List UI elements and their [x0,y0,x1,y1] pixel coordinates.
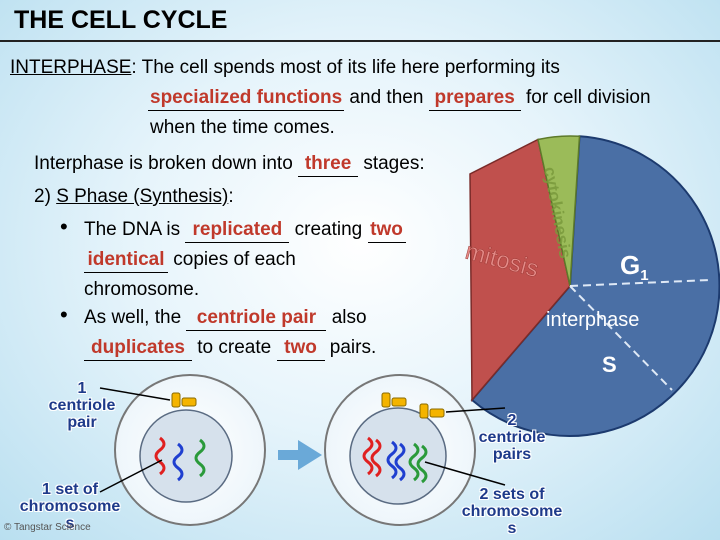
label-2-line-1: 1 set of [41,481,98,498]
label-1-line-2: centriole [48,397,116,414]
label-2-line-2: chromosome [19,498,121,515]
label-2-sets-of-chromosomes: 2 sets of chromosome s [446,486,578,537]
stages-text-1: Interphase is broken down into [34,153,299,174]
label-1-set-of-chromosomes: 1 set of chromosome s [4,481,136,532]
intro-text-2: and then [344,87,429,108]
centriole-1a [171,392,181,408]
chromosome-blue-2b [394,442,406,482]
interphase-label: interphase [546,309,639,331]
blank-centriole-pair: centriole pair [186,306,327,331]
blank-duplicates: duplicates [84,336,192,361]
s-phase-bullet-2-line-2: duplicates to create two pairs. [84,336,376,361]
leader-centriole-1 [99,387,171,401]
chromosome-red-2a [362,436,374,476]
centriole-2a [381,392,391,408]
label-2-centriole-pairs: 2 centriole pairs [460,412,564,463]
s-phase-bullet-1-line-3: chromosome. [84,279,200,300]
label-4-line-3: s [507,520,517,537]
s-phase-number: 2) [34,186,57,207]
chromosome-red-2b [370,438,382,478]
b2-text-1: As well, the [84,307,187,328]
centriole-2c [419,403,429,419]
leader-chromosome-1 [99,459,163,493]
chromosome-green-2b [416,444,428,484]
blank-prepares: prepares [428,86,521,111]
label-3-line-3: pairs [492,446,532,463]
blank-three: three [298,152,359,177]
s-phase-heading: 2) S Phase (Synthesis): [34,185,234,209]
blank-replicated: replicated [185,218,290,243]
g1-label: G1 [620,250,649,284]
s-phase-bullet-1-line-1: The DNA is replicated creating two [84,218,406,243]
s-label: S [602,352,617,377]
leader-centriole-2 [445,407,506,413]
interphase-term: INTERPHASE [10,57,132,78]
title-divider [0,40,720,42]
intro-line-2: specialized functions and then prepares … [148,86,651,111]
b2-text-4: pairs. [324,337,377,358]
chromosome-red-1 [154,436,166,476]
blank-two: two [367,218,406,243]
s-phase-colon: : [228,186,234,207]
bullet-1-icon: • [60,214,68,239]
s-phase-bullet-1-line-2: identical copies of each [84,248,296,273]
stages-line: Interphase is broken down into three sta… [34,152,425,177]
label-4-line-1: 2 sets of [479,486,545,503]
intro-line-3: when the time comes. [150,117,335,138]
intro-text-3: for cell division [520,87,651,108]
cell-diagrams [99,374,506,526]
cell-after [324,374,476,526]
cytokinesis-wedge [537,135,581,287]
intro-colon: : [131,57,137,78]
blank-identical: identical [84,248,168,273]
b1-text-3: copies of each [168,249,296,270]
leader-chromosome-2 [424,461,506,486]
chromosome-green-2a [408,442,420,482]
cell-cycle-pie: cytokinesis mitosis G1 interphase S [462,135,720,437]
cell-before [114,374,266,526]
chromosome-green-1 [194,438,206,478]
label-3-line-1: 2 [507,412,517,429]
label-4-line-2: chromosome [461,503,563,520]
g1-letter: G [620,250,640,280]
b2-text-3: to create [192,337,277,358]
s-phase-divider [569,285,673,391]
label-1-line-3: pair [67,414,97,431]
centriole-1b [181,397,197,407]
g1-divider [569,279,711,287]
copyright-notice: © Tangstar Science [4,522,91,533]
chromosome-blue-1 [172,442,184,482]
b1-text-2: creating [289,219,368,240]
centriole-2d [429,408,445,418]
label-1-centriole-pair: 1 centriole pair [36,380,128,431]
blank-specialized-functions: specialized functions [148,86,345,111]
g1-subscript: 1 [640,267,648,284]
label-1-line-1: 1 [77,380,87,397]
bullet-2-icon: • [60,302,68,327]
b2-text-2: also [326,307,367,328]
s-phase-bullet-2-line-1: As well, the centriole pair also [84,306,367,331]
s-phase-title: S Phase (Synthesis) [56,186,229,207]
stages-text-2: stages: [358,153,425,174]
label-3-line-2: centriole [478,429,546,446]
interphase-wedge [470,135,720,437]
progress-arrow-head-icon [298,440,322,470]
blank-two-pairs: two [276,336,325,361]
page-title: THE CELL CYCLE [14,6,228,34]
nucleus-1 [139,409,233,503]
b1-text-1: The DNA is [84,219,186,240]
intro-text-1: The cell spends most of its life here pe… [136,57,560,78]
centriole-2b [391,397,407,407]
intro-line-1: INTERPHASE: The cell spends most of its … [10,56,560,80]
label-2-line-3: s [65,515,75,532]
chromosome-blue-2a [386,440,398,480]
